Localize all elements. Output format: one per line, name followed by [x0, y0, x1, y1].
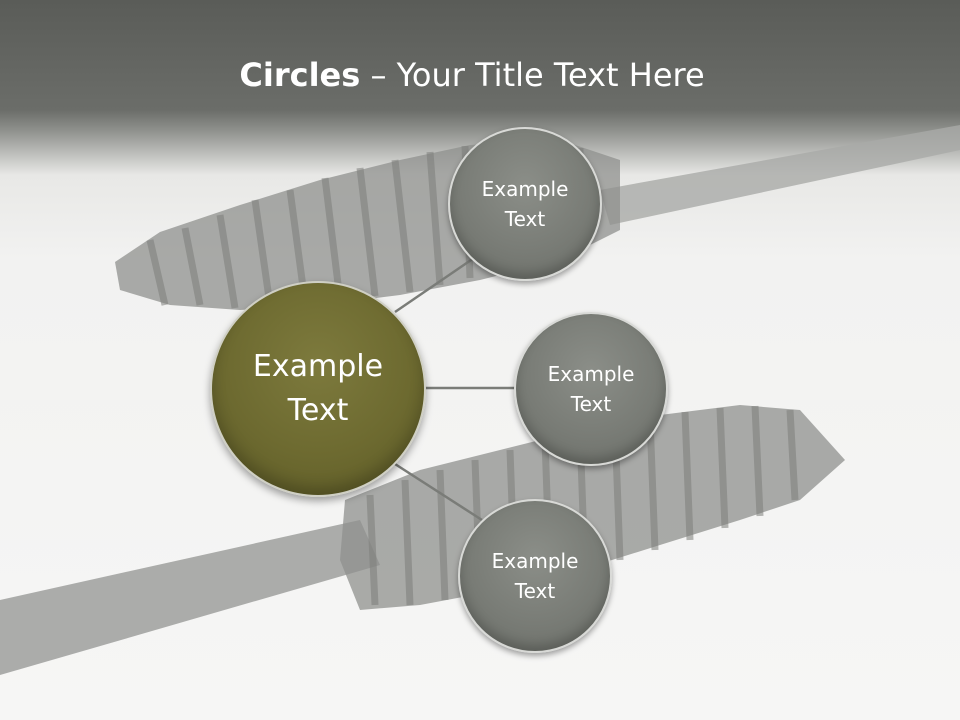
center-circle[interactable]: Example Text [210, 281, 426, 497]
node-top-line1: Example [481, 177, 569, 201]
connector-top [394, 256, 475, 314]
slide-title: Circles – Your Title Text Here [0, 52, 944, 98]
center-circle-line1: Example [252, 349, 384, 384]
node-circle-bottom[interactable]: Example Text [458, 499, 612, 653]
node-bottom-line1: Example [491, 549, 579, 573]
node-middle-line1: Example [547, 362, 635, 386]
title-bold: Circles [239, 56, 361, 94]
node-circle-top[interactable]: Example Text [448, 127, 602, 281]
node-circle-middle[interactable]: Example Text [514, 312, 668, 466]
center-circle-line2: Text [287, 393, 349, 428]
node-top-line2: Text [504, 207, 546, 231]
title-rest: – Your Title Text Here [360, 56, 705, 94]
connector-bottom [394, 462, 483, 522]
node-bottom-line2: Text [514, 579, 556, 603]
node-middle-line2: Text [570, 392, 612, 416]
